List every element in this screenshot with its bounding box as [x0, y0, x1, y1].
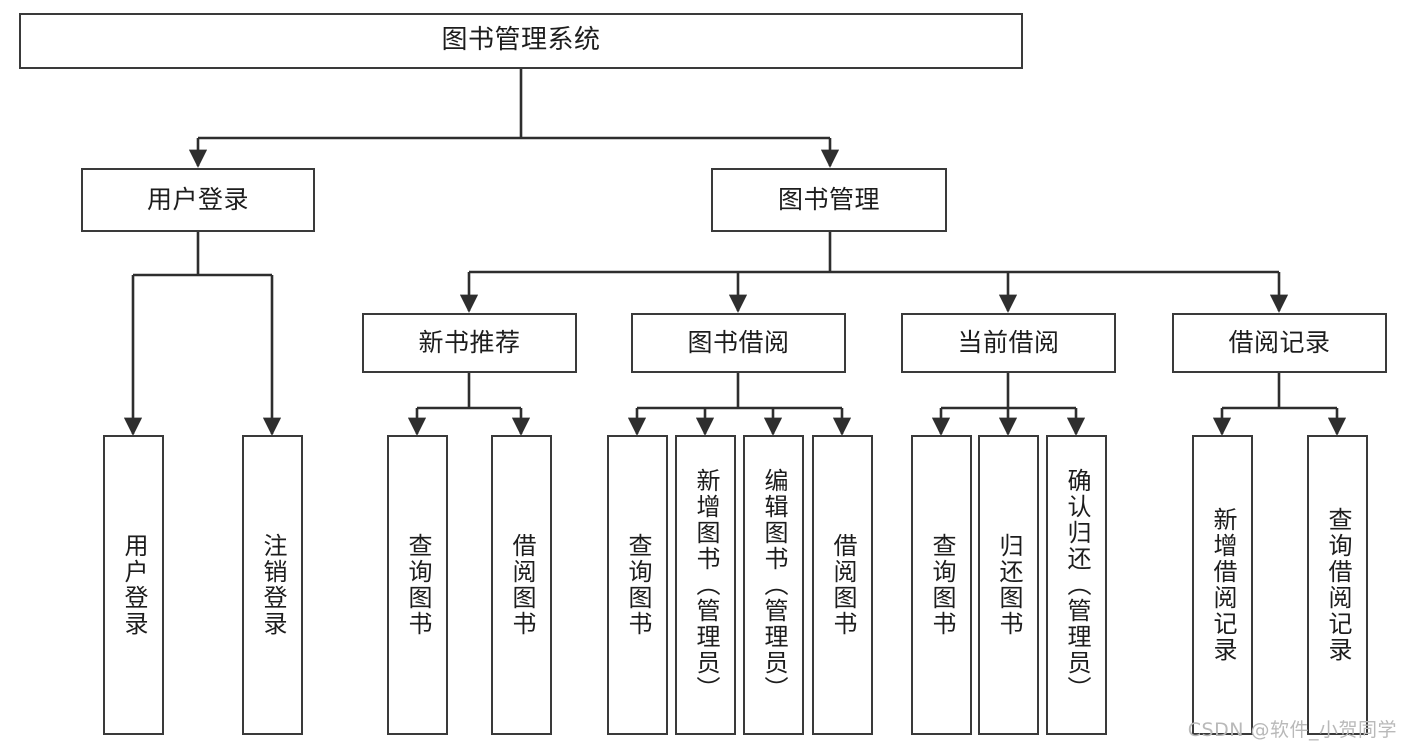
node-leaf-query-borrow-record[interactable]: 查询借阅记录: [1307, 435, 1368, 735]
node-label: 当前借阅: [957, 327, 1060, 357]
node-label: 用户登录: [146, 184, 249, 214]
node-leaf-user-login[interactable]: 用户登录: [103, 435, 164, 735]
node-root-book-management-system[interactable]: 图书管理系统: [19, 13, 1023, 69]
node-leaf-borrow-book-2[interactable]: 借阅图书: [812, 435, 873, 735]
node-current-borrow[interactable]: 当前借阅: [901, 313, 1116, 373]
node-label: 新书推荐: [418, 327, 521, 357]
node-book-management[interactable]: 图书管理: [711, 168, 947, 232]
node-label: 用户登录: [119, 533, 148, 637]
node-leaf-add-book[interactable]: 新增图书（管理员）: [675, 435, 736, 735]
node-label: 新增借阅记录: [1208, 507, 1237, 663]
node-leaf-confirm-return[interactable]: 确认归还（管理员）: [1046, 435, 1107, 735]
node-label: 注销登录: [258, 533, 287, 637]
node-leaf-query-book-1[interactable]: 查询图书: [387, 435, 448, 735]
node-user-login[interactable]: 用户登录: [81, 168, 315, 232]
node-label: 图书管理: [777, 184, 880, 214]
node-label: 编辑图书（管理员）: [759, 468, 788, 702]
node-book-borrow[interactable]: 图书借阅: [631, 313, 846, 373]
node-borrow-record[interactable]: 借阅记录: [1172, 313, 1387, 373]
node-leaf-borrow-book-1[interactable]: 借阅图书: [491, 435, 552, 735]
node-label: 图书借阅: [687, 327, 790, 357]
node-leaf-query-book-3[interactable]: 查询图书: [911, 435, 972, 735]
node-leaf-query-book-2[interactable]: 查询图书: [607, 435, 668, 735]
node-label: 查询图书: [403, 533, 432, 637]
node-leaf-edit-book[interactable]: 编辑图书（管理员）: [743, 435, 804, 735]
node-label: 图书管理系统: [441, 25, 601, 56]
node-label: 新增图书（管理员）: [691, 468, 720, 702]
node-label: 查询图书: [623, 533, 652, 637]
csdn-watermark: CSDN @软件_小贺同学: [1187, 719, 1397, 741]
node-label: 确认归还（管理员）: [1062, 468, 1091, 702]
node-label: 借阅图书: [507, 533, 536, 637]
node-label: 查询图书: [927, 533, 956, 637]
node-label: 借阅图书: [828, 533, 857, 637]
node-label: 借阅记录: [1228, 327, 1331, 357]
node-new-book-recommend[interactable]: 新书推荐: [362, 313, 577, 373]
node-leaf-logout-login[interactable]: 注销登录: [242, 435, 303, 735]
node-leaf-return-book[interactable]: 归还图书: [978, 435, 1039, 735]
node-label: 归还图书: [994, 533, 1023, 637]
node-label: 查询借阅记录: [1323, 507, 1352, 663]
node-leaf-add-borrow-record[interactable]: 新增借阅记录: [1192, 435, 1253, 735]
